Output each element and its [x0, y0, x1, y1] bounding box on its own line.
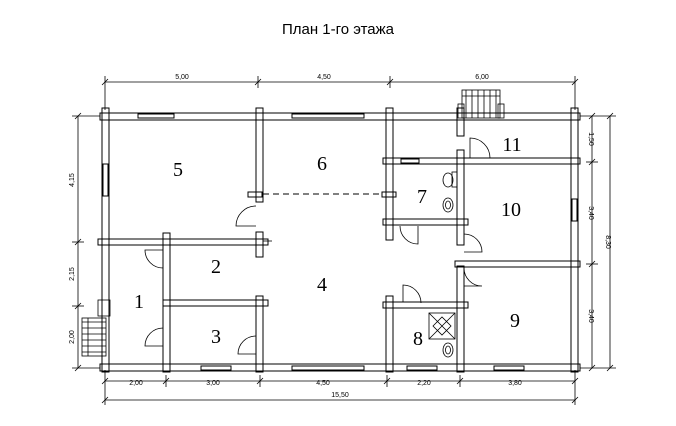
walls	[97, 107, 581, 373]
room-label-9: 9	[510, 310, 520, 332]
room-label-5: 5	[173, 159, 183, 181]
room-label-3: 3	[211, 326, 221, 348]
dim-right-3: 3,40	[587, 309, 594, 323]
fixtures	[428, 171, 458, 358]
dim-bottom-2: 3,00	[206, 380, 220, 387]
room-label-6: 6	[317, 153, 327, 175]
dim-bottom-1: 2,00	[129, 380, 143, 387]
dim-right-1: 1,50	[587, 132, 594, 146]
room-label-1: 1	[134, 291, 144, 313]
dim-left-3: 2,00	[69, 330, 76, 344]
room-label-8: 8	[413, 328, 423, 350]
dim-bottom-3: 4,50	[316, 380, 330, 387]
dim-bottom-5: 3,80	[508, 380, 522, 387]
dim-right-2: 3,40	[587, 206, 594, 220]
room-label-2: 2	[211, 256, 221, 278]
room-label-7: 7	[417, 186, 427, 208]
dim-bottom-4: 2,20	[417, 380, 431, 387]
dim-top-3: 6,00	[475, 74, 489, 81]
dimension-lines	[72, 76, 616, 405]
dim-top-2: 4,50	[317, 74, 331, 81]
room-label-10: 10	[501, 199, 521, 221]
porches	[81, 89, 505, 357]
room-label-11: 11	[502, 134, 521, 156]
dim-total: 15,50	[331, 392, 349, 399]
doors	[144, 137, 491, 355]
dim-left-1: 4,15	[69, 173, 76, 187]
dim-right-total: 8,30	[604, 235, 611, 249]
dim-left-2: 2,15	[69, 267, 76, 281]
room-label-4: 4	[317, 274, 327, 296]
windows	[102, 113, 578, 371]
dim-top-1: 5,00	[175, 74, 189, 81]
plan-title: План 1-го этажа	[282, 21, 395, 38]
